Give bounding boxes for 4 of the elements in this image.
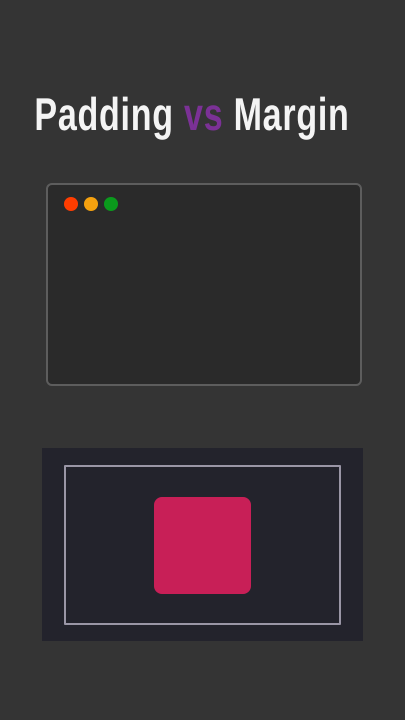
browser-window <box>46 183 362 386</box>
outlined-box <box>64 465 341 625</box>
filled-square <box>154 497 251 594</box>
dark-panel <box>42 448 363 641</box>
